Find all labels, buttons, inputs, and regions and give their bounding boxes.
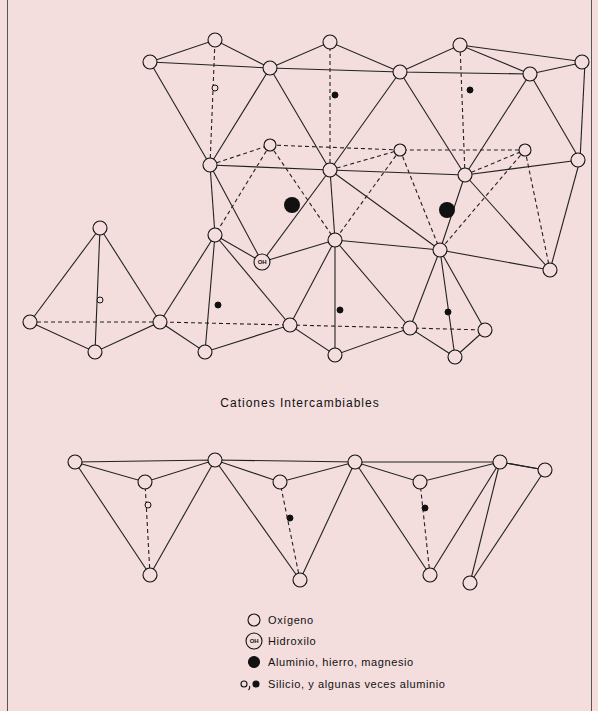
legend-text: Silicio, y algunas veces aluminio	[268, 678, 446, 690]
structure-lines	[30, 40, 585, 583]
metal-atoms	[284, 197, 455, 218]
atom-symbol: OH	[258, 259, 266, 266]
legend-text: Oxígeno	[268, 614, 314, 626]
silicon-atoms	[97, 85, 473, 521]
legend-text: Hidroxilo	[268, 635, 316, 647]
atom-symbol: OH	[250, 638, 258, 645]
layer-caption: Cationes Intercambiables	[220, 397, 379, 410]
frame	[8, 0, 592, 711]
legend-text: Aluminio, hierro, magnesio	[268, 656, 414, 668]
oxygen-atoms	[23, 33, 589, 590]
hydroxyl-atoms	[246, 254, 270, 649]
legend-symbols	[241, 614, 260, 690]
